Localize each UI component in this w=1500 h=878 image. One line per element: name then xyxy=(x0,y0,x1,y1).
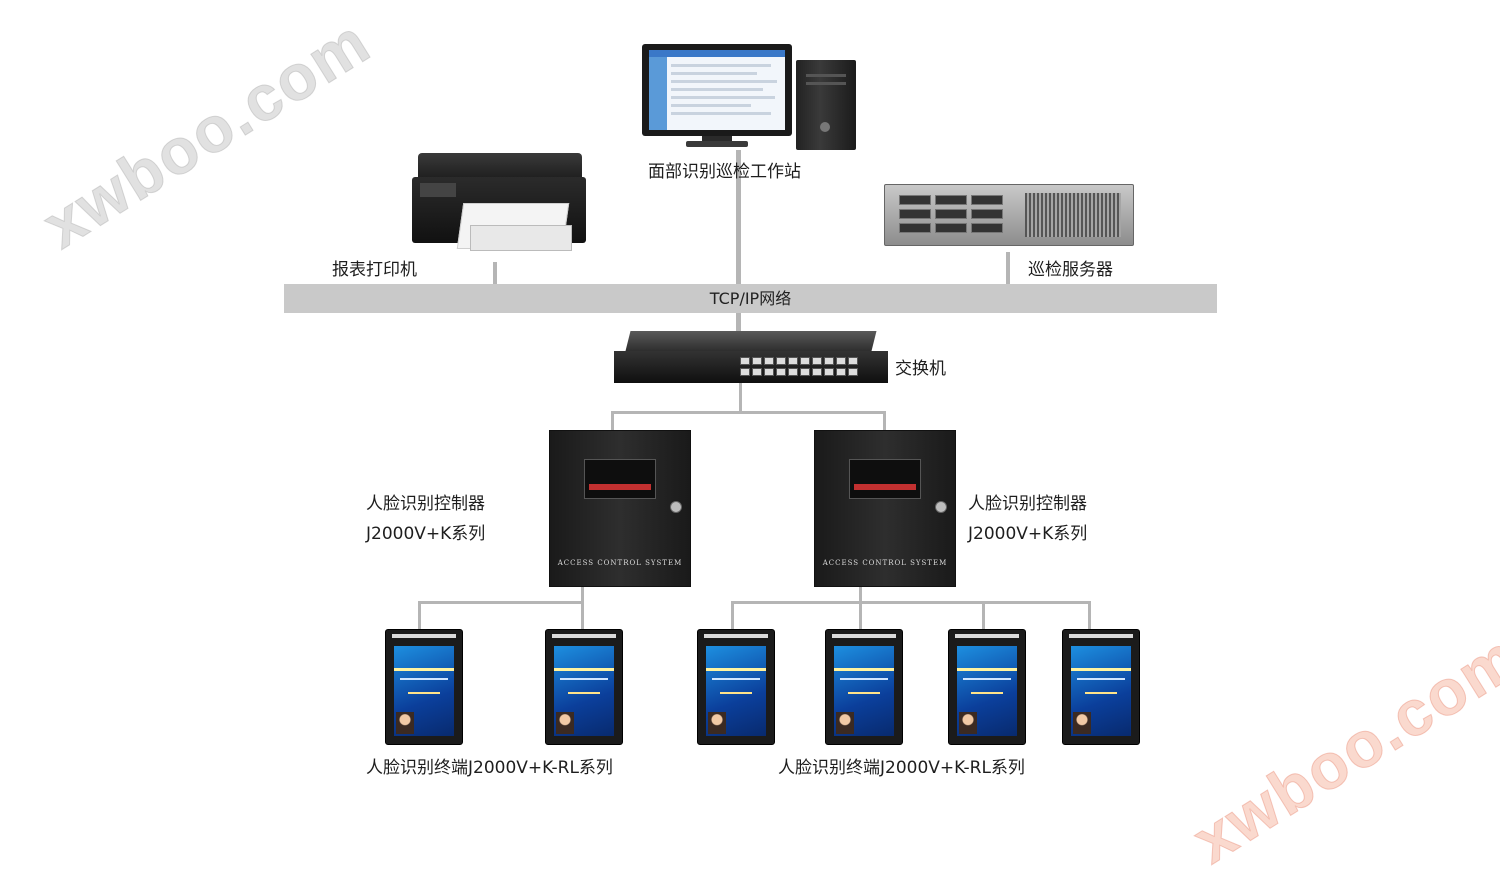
controller-right-label-2: J2000V+K系列 xyxy=(968,524,1088,544)
workstation-monitor-icon xyxy=(642,44,792,149)
right-terminal-drop-2 xyxy=(859,601,862,629)
right-terminal-drop-1 xyxy=(731,601,734,629)
right-terminal-bus xyxy=(731,601,1091,604)
switch-label: 交换机 xyxy=(895,359,946,379)
controller-left-icon: ACCESS CONTROL SYSTEM xyxy=(549,430,691,587)
printer-label: 报表打印机 xyxy=(332,260,417,280)
controller-bus xyxy=(611,411,886,414)
controller-right-label-1: 人脸识别控制器 xyxy=(968,494,1087,514)
workstation-label: 面部识别巡检工作站 xyxy=(648,162,801,182)
switch-downlink xyxy=(739,383,742,413)
controller-right-icon: ACCESS CONTROL SYSTEM xyxy=(814,430,956,587)
network-label: TCP/IP网络 xyxy=(709,289,792,308)
printer-icon xyxy=(412,153,586,253)
controller-left-label-2: J2000V+K系列 xyxy=(366,524,486,544)
right-terminal-trunk xyxy=(859,584,862,602)
server-link xyxy=(1006,252,1010,284)
left-terminal-bus xyxy=(418,601,584,604)
controller-left-drop xyxy=(611,411,614,431)
workstation-link xyxy=(736,150,741,284)
tcp-ip-network-bar: TCP/IP网络 xyxy=(284,284,1217,313)
controller-right-panel-text: ACCESS CONTROL SYSTEM xyxy=(822,559,948,567)
right-terminal-drop-3 xyxy=(982,601,985,629)
printer-link xyxy=(493,262,497,284)
terminal-icon xyxy=(545,629,623,745)
terminal-icon xyxy=(1062,629,1140,745)
left-terminal-drop-1 xyxy=(418,601,421,629)
terminal-icon xyxy=(948,629,1026,745)
right-terminal-drop-4 xyxy=(1088,601,1091,629)
watermark-bottom-right: xwboo.com xyxy=(1180,619,1500,877)
terminal-icon xyxy=(825,629,903,745)
watermark-top-left: xwboo.com xyxy=(30,4,383,262)
controller-right-drop xyxy=(883,411,886,431)
switch-uplink xyxy=(736,313,741,331)
terminal-icon xyxy=(697,629,775,745)
terminals-right-label: 人脸识别终端J2000V+K-RL系列 xyxy=(778,758,1025,778)
switch-icon xyxy=(614,331,888,383)
controller-left-label-1: 人脸识别控制器 xyxy=(366,494,485,514)
terminals-left-label: 人脸识别终端J2000V+K-RL系列 xyxy=(366,758,613,778)
left-terminal-trunk xyxy=(581,586,584,602)
terminal-icon xyxy=(385,629,463,745)
server-icon xyxy=(884,184,1134,246)
workstation-tower-icon xyxy=(796,60,856,150)
controller-left-panel-text: ACCESS CONTROL SYSTEM xyxy=(557,559,683,567)
server-label: 巡检服务器 xyxy=(1028,260,1113,280)
left-terminal-drop-2 xyxy=(581,601,584,629)
